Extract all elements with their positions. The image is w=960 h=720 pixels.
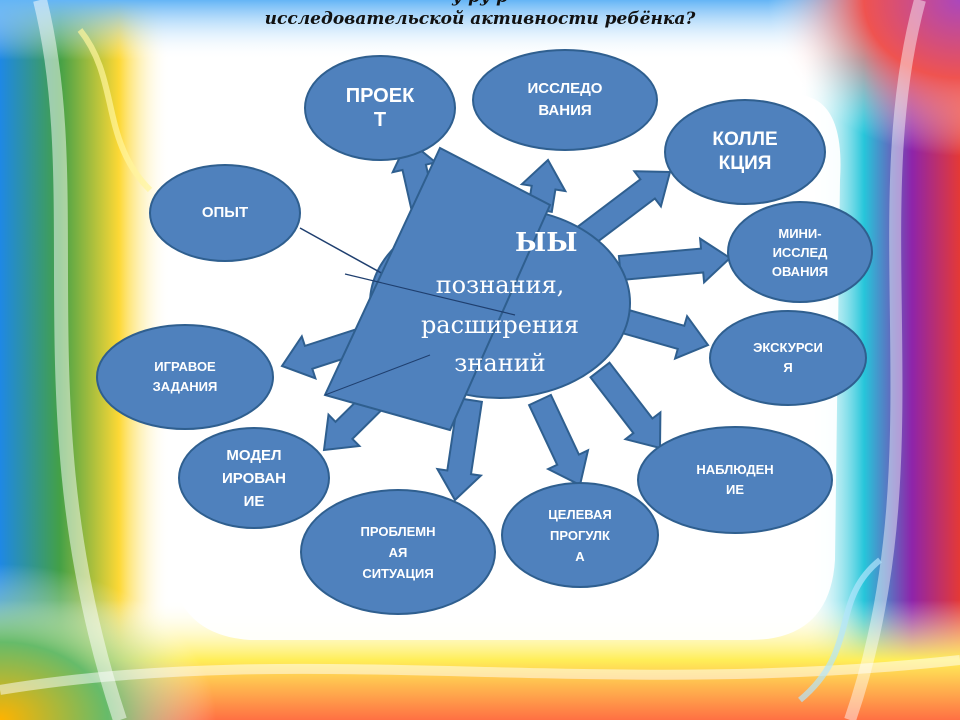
node-label-modeling: МОДЕЛ ИРОВАН ИЕ <box>221 446 286 510</box>
center-label-2: познания, <box>435 271 565 299</box>
node-label-mini-research: МИНИ- ИССЛЕД ОВАНИЯ <box>771 225 829 279</box>
node-collection <box>664 99 826 205</box>
node-problem-situation <box>300 489 496 615</box>
arrow-to-observation <box>589 361 662 450</box>
arrow-to-collection <box>571 170 672 252</box>
node-research <box>472 49 658 151</box>
node-label-target-walk: ЦЕЛЕВАЯ ПРОГУЛК А <box>548 506 612 564</box>
overlay-box <box>323 146 552 432</box>
arrow-to-problem-situation <box>435 397 484 502</box>
node-mini-research <box>727 201 873 303</box>
node-label-excursion: ЭКСКУРСИ Я <box>753 340 823 375</box>
heading-line-1: у ру р <box>150 0 810 8</box>
node-modeling <box>178 427 330 529</box>
node-label-observation: НАБЛЮДЕН ИЕ <box>696 462 774 497</box>
arrow-to-target-walk <box>527 393 590 487</box>
node-label-problem-situation: ПРОБЛЕМН АЯ СИТУАЦИЯ <box>360 523 436 581</box>
node-experience <box>149 164 301 262</box>
node-excursion <box>709 310 867 406</box>
center-label-1: ЫЫ <box>515 228 578 258</box>
node-label-research: ИССЛЕДО ВАНИЯ <box>527 80 603 119</box>
center-label-3: расширения <box>420 311 580 339</box>
tilted-rectangle <box>323 146 552 432</box>
arrow-to-mini-research <box>617 236 732 285</box>
node-target-walk <box>501 482 659 588</box>
center-label-4: знаний <box>454 349 546 377</box>
arrow-to-excursion <box>615 307 710 361</box>
node-label-game-task: ИГРАВОЕ ЗАДАНИЯ <box>152 359 218 394</box>
heading-line-2: исследовательской активности ребёнка? <box>264 9 696 29</box>
node-project <box>304 55 456 161</box>
node-game-task <box>96 324 274 430</box>
heading: у ру р исследовательской активности ребё… <box>150 0 810 30</box>
node-label-collection: КОЛЛЕ КЦИЯ <box>712 129 778 174</box>
node-observation <box>637 426 833 534</box>
node-label-project: ПРОЕК Т <box>345 85 415 131</box>
node-label-experience: ОПЫТ <box>201 204 249 221</box>
nodes <box>96 49 873 615</box>
